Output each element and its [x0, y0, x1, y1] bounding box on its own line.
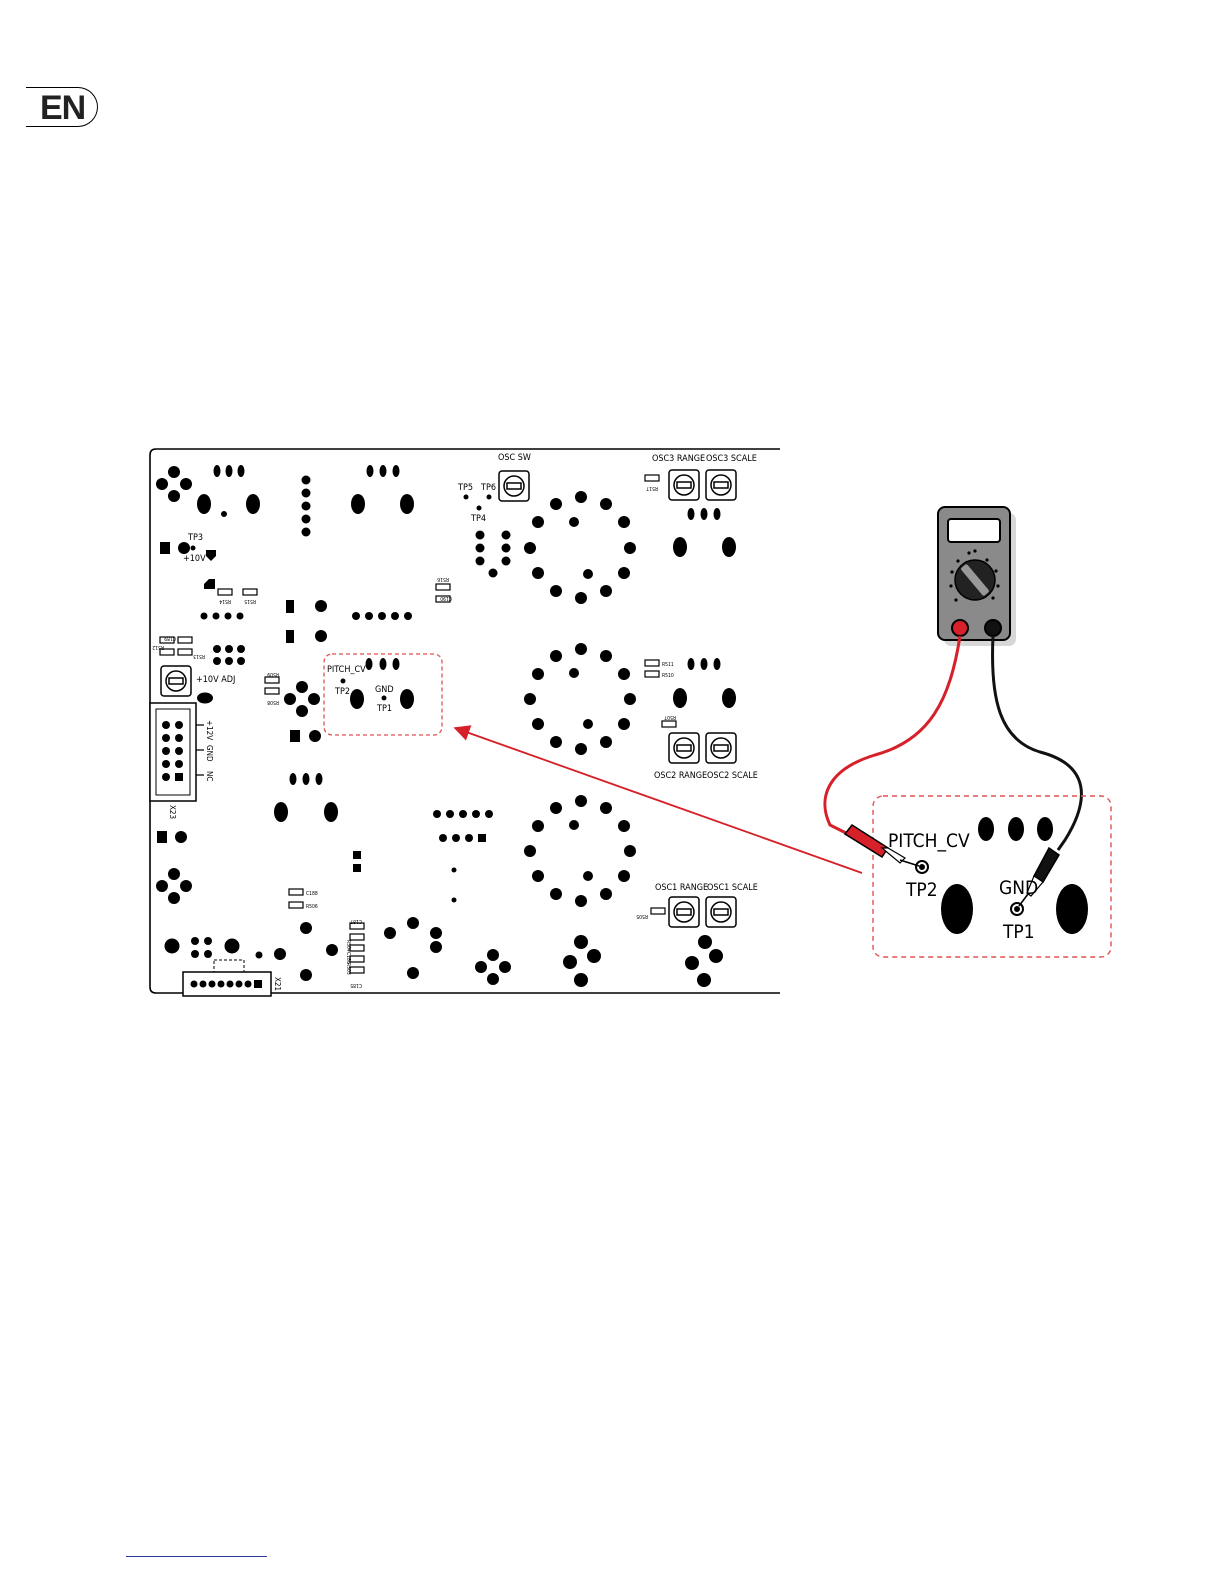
- mount-hole-bottom-icon: [475, 949, 511, 985]
- label-r516: R516: [437, 576, 449, 582]
- label-osc2-range: OSC2 RANGE: [654, 771, 707, 781]
- label-c187: C187: [350, 918, 362, 924]
- label-tp5: TP5: [457, 483, 473, 493]
- label-c189: C189: [164, 635, 176, 641]
- red-probe-lead: [825, 636, 960, 835]
- label-plus10v: +10V: [183, 554, 206, 564]
- label-r517: R517: [646, 485, 658, 491]
- label-osc2-scale: OSC2 SCALE: [707, 771, 758, 781]
- label-tp4: TP4: [470, 514, 486, 524]
- label-tp6: TP6: [480, 483, 496, 493]
- callout-arrow: [455, 728, 862, 873]
- mount-hole-left-mid-icon: [284, 681, 320, 717]
- label-tp1: TP1: [376, 704, 392, 714]
- label-x23: X23: [168, 805, 177, 819]
- label-gnd: GND: [375, 685, 394, 695]
- zoom-label-pitch-cv: PITCH_CV: [888, 830, 970, 852]
- label-r514: R514: [219, 598, 231, 604]
- connector-x21: [183, 960, 271, 996]
- label-r513: R513: [193, 653, 205, 659]
- trimmer-pot-icons: [161, 470, 736, 927]
- label-r515: R515: [244, 598, 256, 604]
- label-osc1-range: OSC1 RANGE: [655, 883, 708, 893]
- label-r509: R509: [267, 671, 279, 677]
- mount-hole-top-left-icon: [156, 466, 192, 502]
- multimeter-icon: [938, 507, 1016, 646]
- label-plus10v-adj: +10V ADJ: [196, 675, 235, 685]
- label-r507: R507: [664, 714, 676, 720]
- label-osc3-range: OSC3 RANGE: [652, 454, 705, 464]
- label-tp3: TP3: [187, 533, 203, 543]
- trimmer-pot-slots: [169, 482, 728, 915]
- black-probe-lead: [993, 636, 1082, 850]
- pcb-pads: [157, 465, 736, 987]
- zoom-tp2-center: [919, 864, 925, 870]
- label-pin-nc: NC: [205, 771, 214, 781]
- label-c188: C188: [306, 891, 318, 897]
- connector-x23: [150, 703, 204, 801]
- label-tp2: TP2: [334, 687, 350, 697]
- label-pitch-cv: PITCH_CV: [327, 665, 366, 675]
- label-r506: R506: [306, 904, 318, 910]
- label-r504: R504: [345, 940, 351, 952]
- label-r508: R508: [267, 699, 279, 705]
- label-r511: R511: [662, 662, 674, 668]
- zoom-label-gnd: GND: [999, 877, 1038, 899]
- label-r503: R503: [345, 963, 351, 975]
- zoom-label-tp2: TP2: [905, 879, 938, 901]
- zoom-label-tp1: TP1: [1002, 921, 1035, 943]
- smd-footprints: [160, 475, 676, 973]
- mount-hole-bottom-left-icon: [156, 868, 192, 904]
- label-pin-gnd: GND: [205, 745, 214, 762]
- label-c185: C185: [350, 982, 362, 988]
- label-r510: R510: [662, 673, 674, 679]
- label-r505: R505: [636, 913, 648, 919]
- label-x21: X21: [273, 977, 282, 991]
- footer-link-underline: [126, 1556, 267, 1557]
- zoom-tp1-center: [1014, 906, 1020, 912]
- label-osc1-scale: OSC1 SCALE: [707, 883, 758, 893]
- label-pin-12v: +12V: [205, 720, 214, 740]
- rotary-switch-pads: [524, 491, 636, 907]
- label-osc3-scale: OSC3 SCALE: [706, 454, 757, 464]
- label-c190: C190: [440, 595, 452, 601]
- label-osc-sw: OSC SW: [498, 453, 531, 463]
- label-r512: R512: [152, 644, 164, 650]
